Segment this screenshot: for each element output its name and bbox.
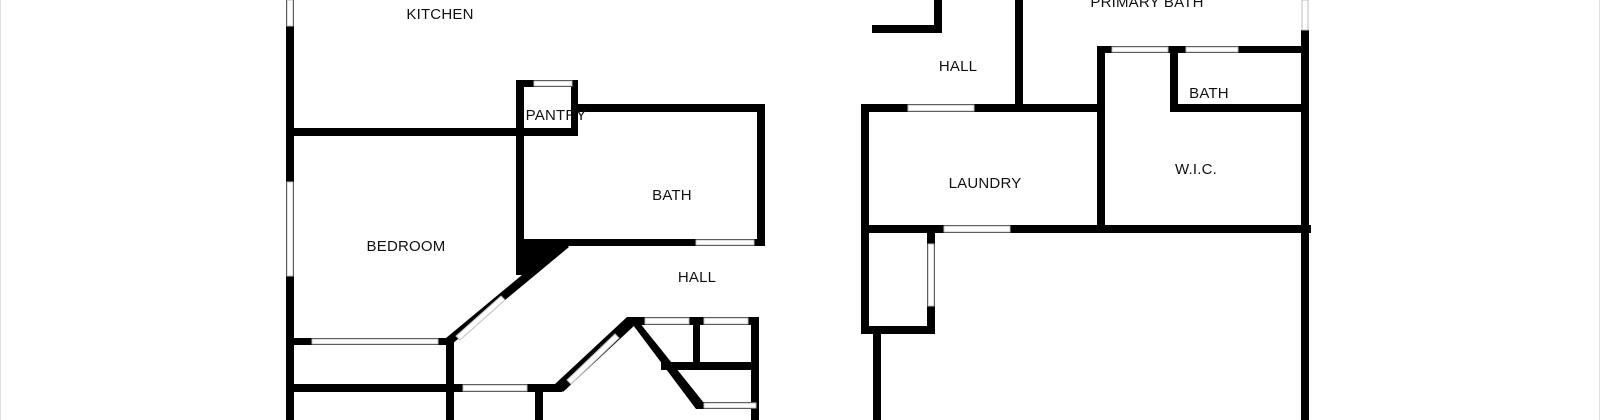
wall bbox=[934, 0, 942, 33]
window bbox=[533, 80, 573, 87]
wall bbox=[571, 104, 765, 112]
walls bbox=[286, 0, 1311, 420]
door-opening bbox=[703, 317, 749, 325]
room-label-bath: BATH bbox=[652, 187, 692, 204]
room-label-hall-upper: HALL bbox=[939, 58, 977, 75]
door-opening bbox=[927, 243, 935, 307]
window bbox=[286, 181, 294, 277]
room-label-laundry: LAUNDRY bbox=[949, 175, 1022, 192]
door-opening bbox=[455, 295, 506, 341]
wall bbox=[757, 104, 765, 246]
door-opening bbox=[462, 384, 528, 392]
wall bbox=[861, 326, 935, 334]
wall bbox=[872, 25, 942, 33]
room-labels: KITCHEN PANTRY BATH BEDROOM HALL HALL PR… bbox=[367, 0, 1229, 286]
openings bbox=[286, 0, 1309, 409]
wall bbox=[861, 225, 1311, 233]
wall bbox=[1170, 46, 1178, 112]
wall-diagonal bbox=[627, 317, 704, 409]
wall bbox=[1301, 30, 1309, 420]
room-label-pantry: PANTRY bbox=[526, 107, 587, 124]
door-opening bbox=[311, 338, 439, 345]
wall bbox=[1015, 0, 1023, 112]
wall bbox=[661, 362, 759, 370]
wall bbox=[446, 338, 454, 420]
door-opening bbox=[1111, 46, 1169, 53]
wall bbox=[873, 326, 881, 420]
wall bbox=[535, 384, 543, 420]
window bbox=[286, 0, 294, 27]
door-opening bbox=[703, 402, 757, 409]
door-opening bbox=[695, 239, 755, 246]
wall bbox=[1097, 46, 1105, 233]
wall bbox=[516, 239, 765, 246]
wall bbox=[861, 104, 1105, 112]
window bbox=[1301, 0, 1309, 31]
wall bbox=[861, 104, 869, 334]
wall bbox=[1170, 104, 1308, 112]
door-opening bbox=[943, 225, 1011, 233]
door-opening bbox=[566, 333, 620, 385]
door-opening bbox=[644, 317, 690, 325]
wall bbox=[516, 80, 524, 275]
wall bbox=[286, 128, 524, 136]
door-opening bbox=[1185, 46, 1239, 53]
room-label-kitchen: KITCHEN bbox=[406, 6, 473, 23]
wall bbox=[286, 384, 454, 392]
room-label-primary-bath: PRIMARY BATH bbox=[1090, 0, 1203, 11]
room-label-hall: HALL bbox=[678, 269, 716, 286]
room-label-bath-2: BATH bbox=[1189, 85, 1229, 102]
room-label-wic: W.I.C. bbox=[1175, 161, 1217, 178]
wall bbox=[516, 128, 578, 136]
room-label-bedroom: BEDROOM bbox=[367, 238, 446, 255]
wall bbox=[693, 317, 700, 370]
door-opening bbox=[907, 104, 975, 112]
wall-corner bbox=[516, 239, 566, 275]
